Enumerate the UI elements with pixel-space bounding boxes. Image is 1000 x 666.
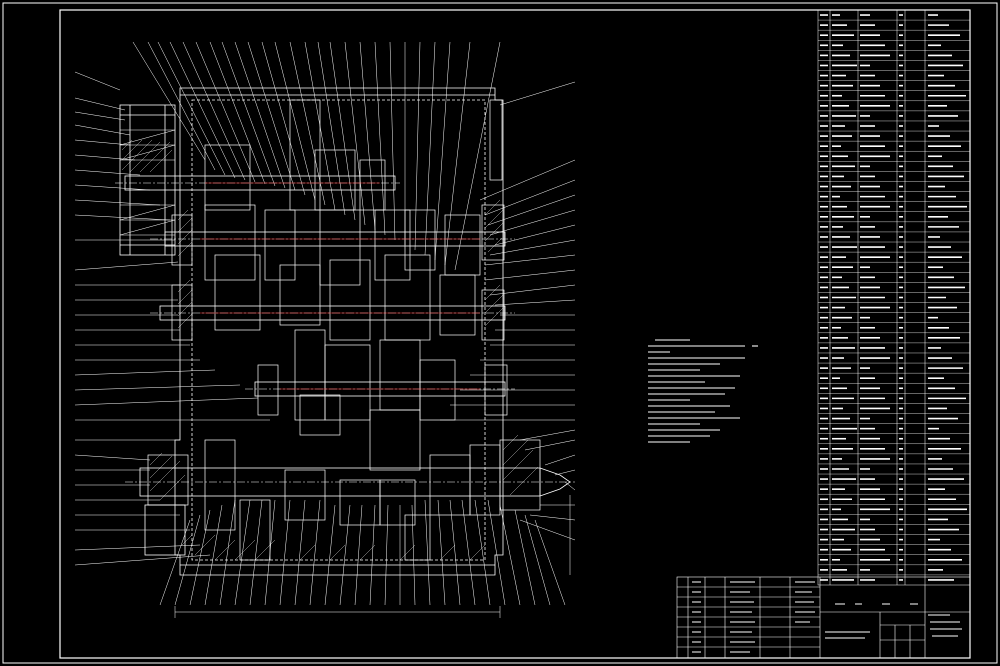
gear-blocks xyxy=(204,99,501,561)
title-block-text-strokes xyxy=(692,581,962,653)
title-block xyxy=(676,576,971,659)
accent-lines xyxy=(200,182,480,390)
spindle-nose xyxy=(539,467,571,497)
bearing-caps xyxy=(147,99,541,511)
leader-lines-bottom xyxy=(159,499,566,618)
parts-list-rows xyxy=(818,14,970,581)
leader-lines-top xyxy=(132,41,501,271)
leader-lines-left xyxy=(74,71,270,566)
input-pulley xyxy=(119,104,176,256)
section-hatching xyxy=(121,139,539,561)
motor-bracket xyxy=(144,504,186,556)
technical-notes-block xyxy=(648,339,758,443)
shafts xyxy=(115,175,575,497)
housing-outline xyxy=(174,87,504,576)
housing-inner-wall xyxy=(191,99,486,561)
parts-list-table xyxy=(817,9,971,586)
leader-lines-right xyxy=(440,81,576,541)
gearbox-assembly xyxy=(74,41,576,618)
sheet-inner-frame xyxy=(59,9,971,659)
